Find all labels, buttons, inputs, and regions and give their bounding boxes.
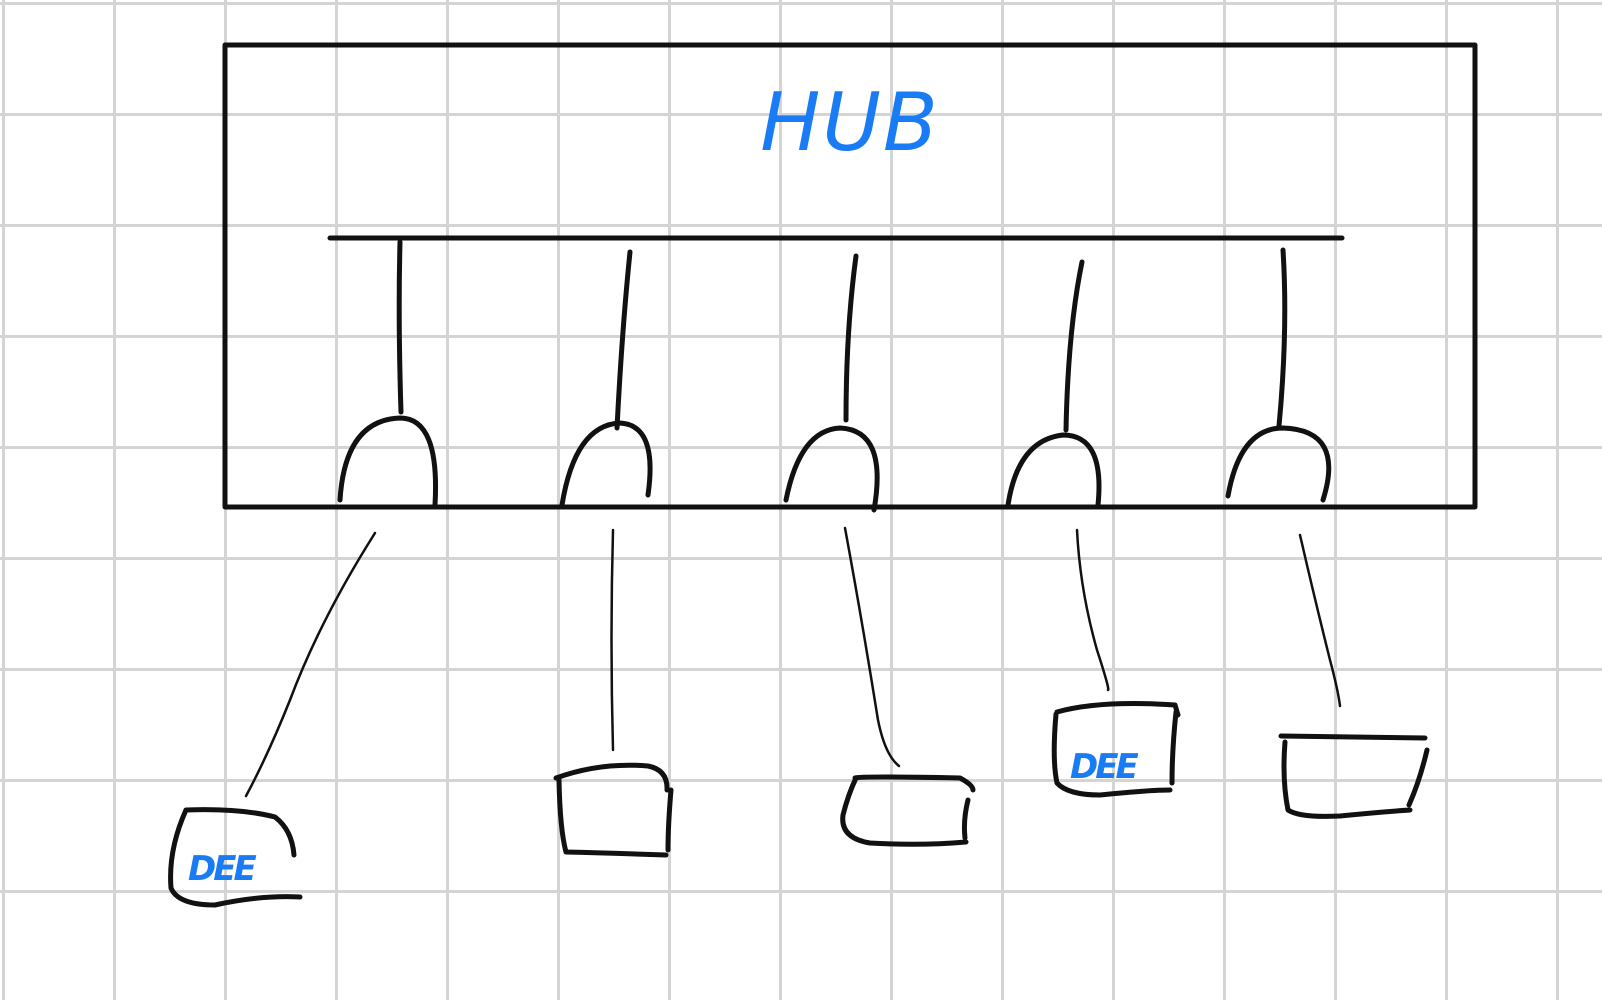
- port-3-icon: [783, 425, 880, 513]
- device-4-label: DEE: [1070, 747, 1138, 787]
- bus-drop-4: [1063, 259, 1085, 433]
- device-1-label: DEE: [188, 849, 256, 889]
- port-2-icon: [559, 420, 653, 508]
- bus-drop-2: [614, 249, 633, 431]
- cable-3: [843, 526, 901, 768]
- port-5-icon: [1225, 425, 1332, 503]
- cable-5: [1298, 533, 1342, 708]
- device-2-box: [553, 762, 674, 858]
- cable-2: [610, 528, 615, 752]
- cable-1: [244, 531, 377, 798]
- device-1-box: [168, 807, 303, 908]
- port-4-icon: [1005, 432, 1102, 508]
- hub-label: HUB: [760, 76, 940, 169]
- cable-4: [1075, 528, 1110, 692]
- device-4-box: [1051, 701, 1181, 798]
- device-3-box: [840, 774, 976, 847]
- port-1-icon: [337, 415, 439, 508]
- device-5-box: [1278, 733, 1430, 819]
- hub-box: [222, 42, 1478, 510]
- bus-drop-5: [1276, 247, 1288, 429]
- bus-drop-3: [843, 253, 859, 423]
- bus-drop-1: [396, 239, 404, 415]
